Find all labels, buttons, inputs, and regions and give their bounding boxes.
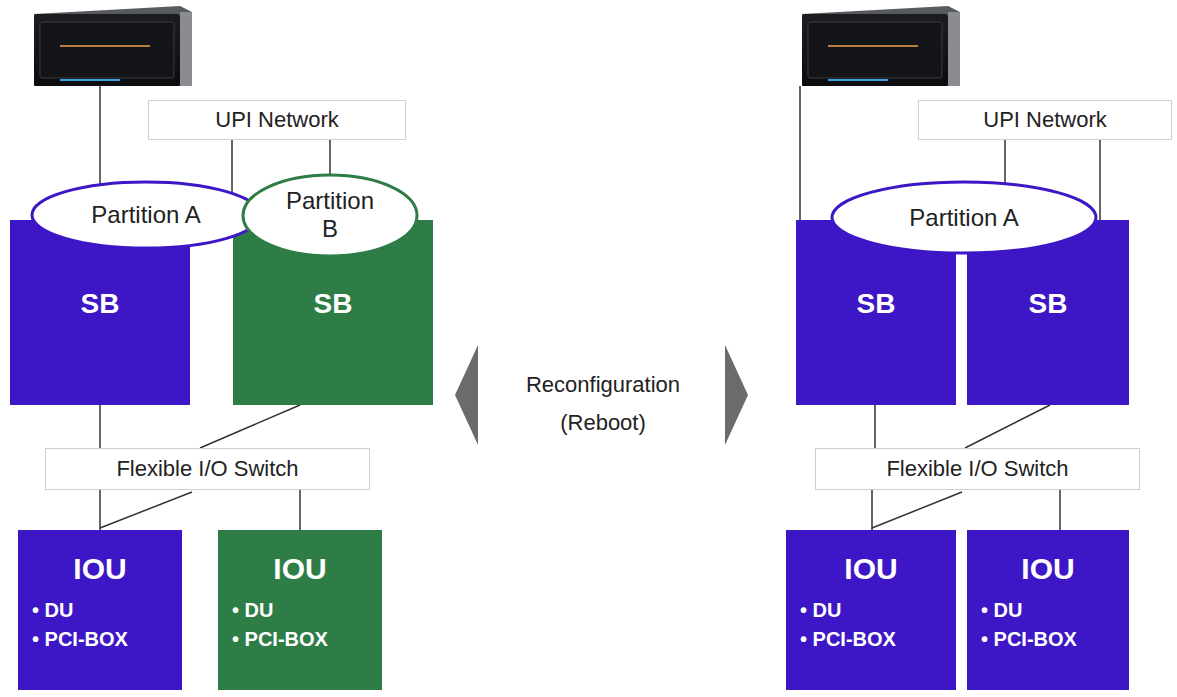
- io-unit: IOU• DU • PCI-BOX: [786, 530, 956, 690]
- node-title: Partition A: [909, 204, 1018, 232]
- server-link: [799, 86, 801, 220]
- partition-ellipse: Partition B: [241, 173, 419, 258]
- reconfiguration-label: (Reboot): [560, 410, 646, 436]
- io-unit: IOU • DU • PCI-BOX: [967, 530, 1129, 690]
- network-box: UPI Network: [148, 100, 406, 140]
- node-title: IOU: [844, 552, 897, 587]
- connector-line: [329, 140, 331, 175]
- network-box: UPI Network: [918, 100, 1172, 140]
- bullet-item: • PCI-BOX: [800, 628, 896, 651]
- partition-ellipse: Partition A: [30, 180, 262, 250]
- node-title: SB: [314, 288, 353, 320]
- reconfig-arrow-left: [455, 345, 478, 445]
- server-unit: [34, 6, 192, 86]
- io-unit: IOU• DU • PCI-BOX: [18, 530, 182, 690]
- connector-line: [1099, 140, 1101, 220]
- bullet-item: • PCI-BOX: [32, 628, 128, 651]
- bullet-item: • DU: [232, 599, 273, 622]
- connector-line: [99, 490, 101, 530]
- connector-line: [1004, 140, 1006, 184]
- reconfiguration-label: Reconfiguration: [526, 372, 680, 398]
- connector-line: [99, 405, 101, 448]
- switch-box: Flexible I/O Switch: [45, 448, 370, 490]
- bullet-item: • DU: [800, 599, 841, 622]
- node-title: UPI Network: [215, 107, 338, 132]
- node-title: UPI Network: [983, 107, 1106, 132]
- bullet-item: • PCI-BOX: [232, 628, 328, 651]
- node-title: SB: [81, 288, 120, 320]
- node-title: Partition B: [278, 187, 382, 242]
- connector-line: [871, 490, 873, 530]
- connector-line: [1059, 490, 1061, 530]
- node-title: Flexible I/O Switch: [886, 456, 1068, 481]
- partition-ellipse: Partition A: [830, 180, 1098, 255]
- server-unit: [802, 6, 960, 86]
- node-title: SB: [857, 288, 896, 320]
- connector-line: [965, 405, 1050, 448]
- reconfig-arrow-right: [725, 345, 748, 445]
- connector-line: [874, 405, 876, 448]
- io-link: [872, 492, 962, 528]
- connector-line: [231, 140, 233, 193]
- node-title: Partition A: [91, 201, 200, 229]
- node-title: SB: [1029, 288, 1068, 320]
- bullet-item: • PCI-BOX: [981, 628, 1077, 651]
- node-title: IOU: [1021, 552, 1074, 587]
- io-unit: IOU• DU • PCI-BOX: [218, 530, 382, 690]
- bullet-item: • DU: [32, 599, 73, 622]
- node-title: IOU: [273, 552, 326, 587]
- node-title: IOU: [73, 552, 126, 587]
- connector-line: [299, 490, 301, 530]
- bullet-item: • DU: [981, 599, 1022, 622]
- io-link: [100, 492, 192, 528]
- server-link: [99, 86, 101, 200]
- node-title: Flexible I/O Switch: [116, 456, 298, 481]
- switch-box: Flexible I/O Switch: [815, 448, 1140, 490]
- connector-line: [200, 405, 300, 448]
